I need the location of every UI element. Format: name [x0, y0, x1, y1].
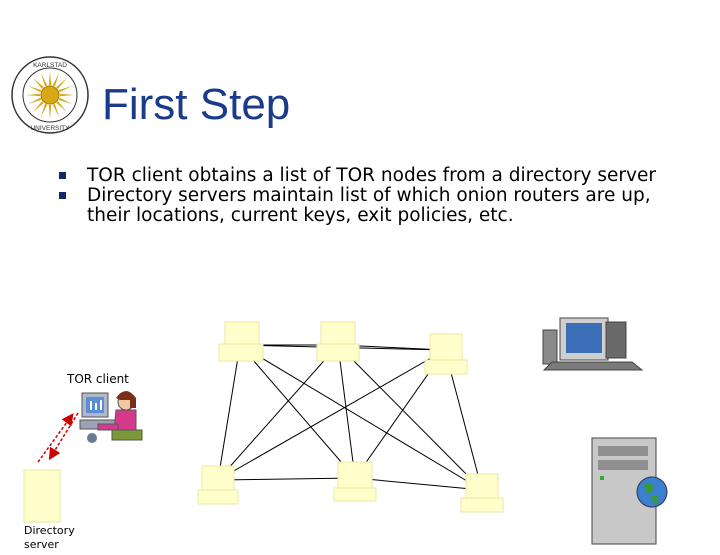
directory-server-node	[24, 470, 60, 522]
tor-node-base	[198, 490, 238, 504]
directory-label-line1: Directory	[24, 524, 75, 537]
tor-node	[466, 474, 498, 498]
tor-node-base	[461, 498, 503, 512]
tor-client-clipart	[80, 391, 142, 443]
desktop-computer-clipart	[543, 318, 642, 370]
link-line	[218, 345, 240, 480]
link-line	[338, 345, 355, 478]
server-globe-clipart	[592, 438, 667, 544]
tor-node	[225, 322, 259, 344]
tor-node	[430, 334, 462, 362]
tor-client-label: TOR client	[67, 372, 129, 386]
tor-node	[321, 322, 355, 344]
link-line	[218, 345, 338, 480]
tor-node-base	[425, 360, 467, 374]
directory-server-label: Directory server	[24, 524, 75, 552]
link-line	[218, 478, 355, 480]
tor-node-base	[334, 488, 376, 501]
tor-node-base	[317, 344, 359, 361]
link-line	[218, 350, 445, 480]
tor-node	[202, 466, 234, 490]
response-arrow	[38, 418, 70, 462]
request-arrow	[52, 413, 78, 455]
tor-node	[338, 462, 372, 488]
tor-node-base	[219, 344, 263, 361]
directory-label-line2: server	[24, 538, 59, 551]
